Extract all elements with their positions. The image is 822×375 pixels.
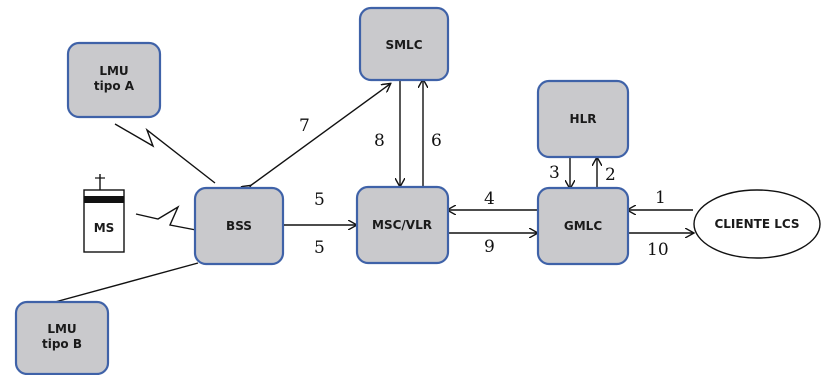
node-ms[interactable]: MS [83, 174, 125, 253]
node-msc-vlr[interactable]: MSC/VLR [355, 185, 450, 265]
node-gmlc[interactable]: GMLC [536, 186, 630, 266]
edge-label-7: 7 [299, 116, 310, 136]
svg-text:GMLC: GMLC [564, 219, 602, 233]
ms-screen [84, 196, 124, 203]
edge-label-4: 4 [484, 189, 495, 209]
radio-link-lmu-a [114, 123, 216, 184]
node-lmu-tipo-b[interactable]: LMU tipo B [14, 300, 110, 375]
edge-label-2: 2 [605, 165, 616, 185]
svg-text:SMLC: SMLC [385, 38, 422, 52]
edge-label-3: 3 [549, 163, 560, 183]
edge-label-6: 6 [431, 131, 442, 151]
node-hlr[interactable]: HLR [536, 79, 630, 159]
edge-label-10: 10 [647, 240, 669, 260]
edge-label-8: 8 [374, 131, 385, 151]
svg-text:tipo A: tipo A [94, 79, 135, 93]
edge-label-5-top: 5 [314, 190, 325, 210]
node-cliente-lcs[interactable]: CLIENTE LCS [693, 189, 821, 259]
svg-text:BSS: BSS [226, 219, 252, 233]
radio-link-ms [135, 205, 197, 231]
edge-label-1: 1 [655, 188, 666, 208]
link-lmu-b-bss [43, 262, 199, 306]
node-smlc[interactable]: SMLC [358, 6, 450, 82]
edge-label-5-bottom: 5 [314, 238, 325, 258]
svg-text:LMU: LMU [99, 64, 128, 78]
svg-text:tipo B: tipo B [42, 337, 82, 351]
svg-text:HLR: HLR [570, 112, 597, 126]
svg-text:CLIENTE LCS: CLIENTE LCS [714, 217, 799, 231]
edge-bss-smlc [250, 84, 390, 186]
svg-text:LMU: LMU [47, 322, 76, 336]
edge-label-9: 9 [484, 237, 495, 257]
svg-text:MSC/VLR: MSC/VLR [372, 218, 432, 232]
svg-text:MS: MS [94, 221, 115, 235]
node-lmu-tipo-a[interactable]: LMU tipo A [66, 41, 162, 119]
node-bss[interactable]: BSS [193, 186, 285, 266]
